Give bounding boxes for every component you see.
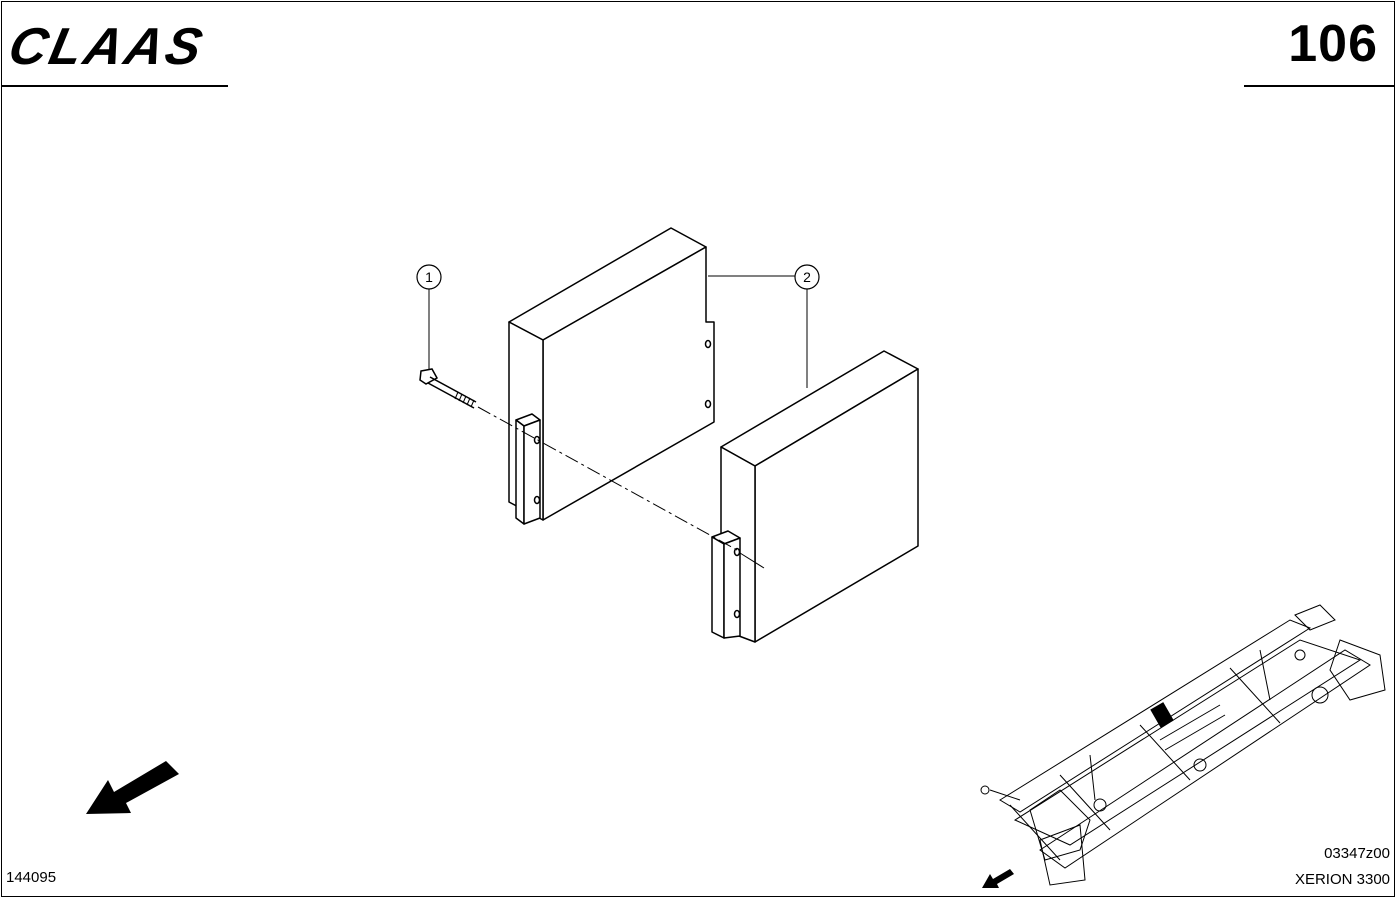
svg-text:CLAAS: CLAAS [10, 18, 210, 74]
page-number: 106 [1288, 15, 1378, 73]
callout-2: 2 [708, 264, 820, 388]
logo-underline [2, 85, 228, 87]
page-number-underline [1244, 85, 1394, 87]
bolt [419, 368, 477, 409]
direction-arrow-icon [86, 761, 179, 814]
model-name: XERION 3300 [1294, 871, 1390, 888]
svg-text:1: 1 [425, 269, 433, 285]
callout-1: 1 [416, 264, 442, 370]
drawing-code: 03347z00 [1324, 845, 1390, 862]
claas-logo: CLAAS [10, 18, 210, 74]
assembly-centerline-end [739, 552, 765, 569]
illustration-number: 144095 [6, 869, 57, 886]
counterweight-block-front [711, 350, 919, 643]
counterweight-block-back [508, 227, 715, 525]
svg-text:2: 2 [803, 269, 811, 285]
frame-overview-thumbnail [980, 604, 1386, 886]
thumbnail-arrow-icon [982, 869, 1014, 888]
